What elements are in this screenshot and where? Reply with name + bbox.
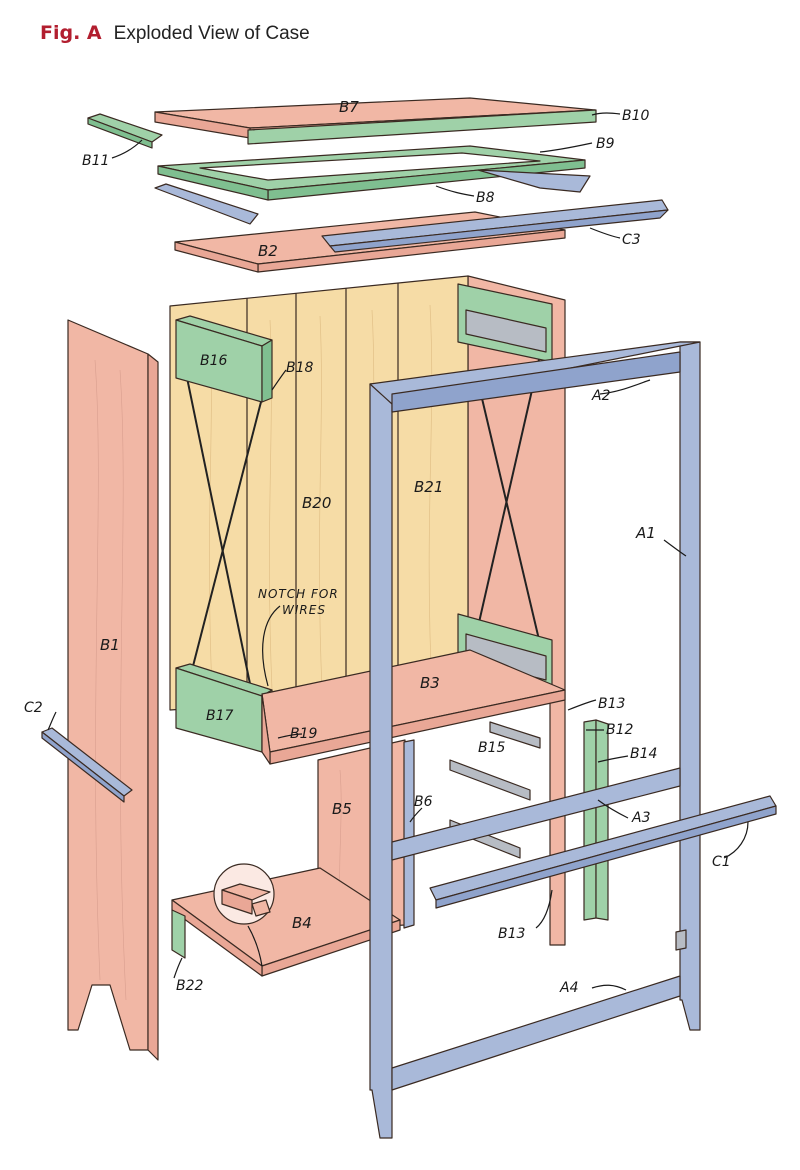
left-cross-wires [184,367,263,709]
figure-number: Fig. A [40,22,102,44]
label-b7: B7 [339,98,359,116]
notch-note-line1: NOTCH FOR [258,587,339,601]
molding-c2 [41,727,133,803]
left-side-panel-b1 [67,319,159,1061]
label-b10: B10 [622,108,650,124]
right-top-bracket [457,283,553,363]
leader-lines [47,112,749,991]
label-b9: B9 [596,136,615,152]
notch-note-line2: WIRES [282,603,326,617]
label-b18: B18 [286,360,314,376]
label-b5: B5 [332,800,352,818]
shelf-b3 [261,649,566,765]
stiles-b12-b14 [583,719,609,921]
label-b12: B12 [606,722,634,738]
label-b15: B15 [478,740,506,756]
strip-b6 [403,739,415,929]
label-b21: B21 [414,478,443,496]
label-b6: B6 [414,794,433,810]
label-a4: A4 [559,980,578,996]
label-b2: B2 [258,242,278,260]
label-b14: B14 [630,746,657,762]
edge-strip-b10 [247,109,597,145]
label-b20: B20 [302,494,331,512]
cleat-b22 [171,909,186,959]
hinge [675,929,687,951]
figure-header: Fig. A Exploded View of Case [40,22,310,45]
slides-b15 [449,721,541,859]
label-b13-bottom: B13 [498,926,525,942]
face-frame [369,341,701,1139]
label-b19: B19 [290,726,318,742]
label-a2: A2 [591,388,611,404]
label-b11: B11 [82,153,109,169]
cove-molding-left [154,183,259,225]
label-b4: B4 [292,914,312,932]
label-a3: A3 [631,810,650,826]
cove-molding-right [477,169,591,193]
right-cross-wires [474,354,546,666]
molding-c1 [429,795,777,909]
label-c3: C3 [622,232,641,248]
label-a1: A1 [635,524,656,542]
label-b16: B16 [200,353,228,369]
label-b3: B3 [420,674,440,692]
frame-b9-b8 [157,145,586,201]
label-b8: B8 [476,190,495,206]
figure-title: Exploded View of Case [113,23,310,44]
label-b1: B1 [100,636,120,654]
molding-c3 [321,199,669,253]
joint-detail-inset [213,863,275,925]
side-strip-b11 [87,113,163,149]
label-b17: B17 [206,708,234,724]
label-c1: C1 [712,854,731,870]
label-b22: B22 [176,978,204,994]
cleat-b16 [175,315,273,403]
label-c2: C2 [24,700,43,716]
label-b13-top: B13 [598,696,625,712]
